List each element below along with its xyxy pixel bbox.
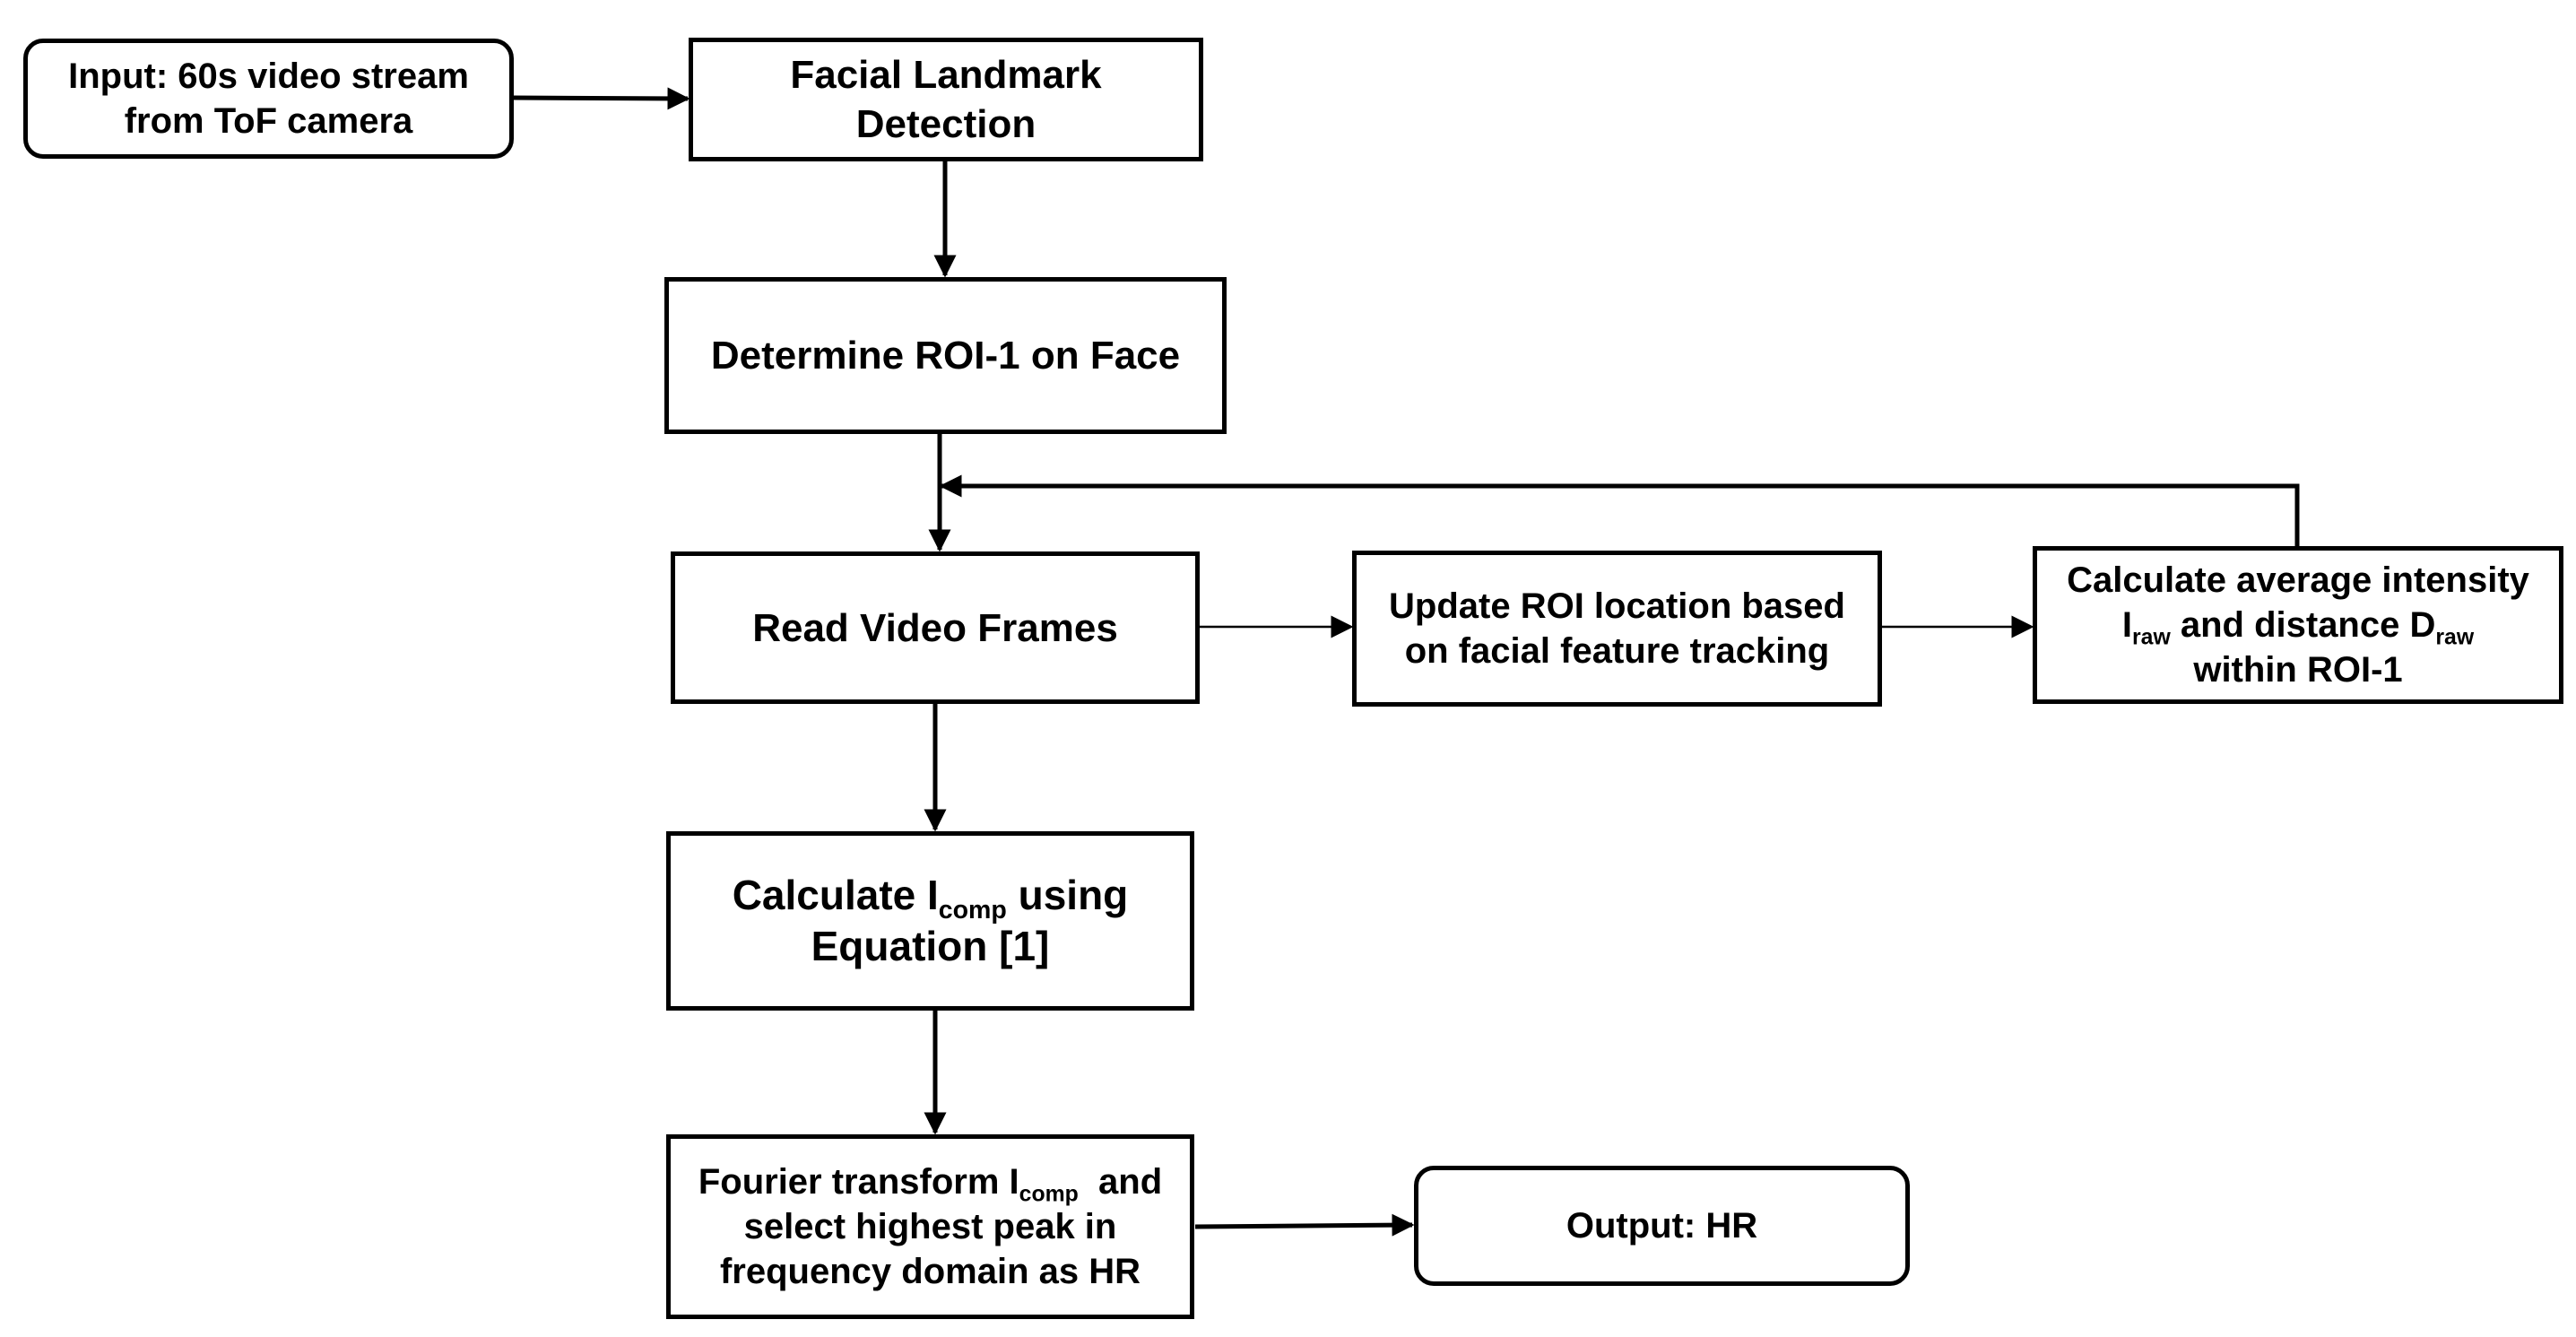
landmark-node-line1: Facial Landmark <box>790 53 1102 97</box>
average-node-line2: Iraw and distance Draw <box>2121 603 2475 650</box>
fourier-node-line2: select highest peak in <box>743 1207 1117 1246</box>
i-comp-symbol: I <box>927 871 939 918</box>
i-comp-subscript: comp <box>938 895 1007 925</box>
read-node-label: Read Video Frames <box>752 605 1118 650</box>
arrow-input-to-landmark <box>513 87 690 110</box>
fourier-icomp-symbol: I <box>1009 1162 1019 1202</box>
i-raw-subscript: raw <box>2132 625 2171 650</box>
input-node-line1: Input: 60s video stream <box>68 56 469 96</box>
fourier-node-prefix: Fourier transform <box>698 1162 1010 1202</box>
comp-node-prefix: Calculate <box>732 871 927 918</box>
average-node-line1: Calculate average intensity <box>2067 560 2529 600</box>
facial-landmark-detection-node: Facial Landmark Detection <box>689 38 1203 161</box>
fourier-node-line1: Fourier transform Icomp and <box>698 1159 1163 1207</box>
comp-node-suffix: using <box>1006 871 1129 918</box>
update-roi-node: Update ROI location based on facial feat… <box>1352 551 1882 707</box>
comp-node-line2: Equation [1] <box>811 923 1050 969</box>
input-node: Input: 60s video stream from ToF camera <box>23 39 514 159</box>
input-node-line2: from ToF camera <box>124 101 413 141</box>
update-node-line1: Update ROI location based <box>1389 586 1845 626</box>
average-node-line3: within ROI-1 <box>2193 650 2403 690</box>
update-node-line2: on facial feature tracking <box>1404 631 1830 671</box>
d-raw-subscript: raw <box>2435 625 2475 650</box>
landmark-node-line2: Detection <box>855 102 1036 146</box>
arrow-fourier-to-output <box>1194 1213 1415 1237</box>
average-node-mid: and distance <box>2170 605 2410 645</box>
d-raw-symbol: D <box>2409 605 2436 645</box>
i-raw-symbol: I <box>2121 605 2132 645</box>
calculate-icomp-node: Calculate Icomp using Equation [1] <box>666 831 1194 1011</box>
determine-roi-node: Determine ROI-1 on Face <box>664 277 1227 434</box>
fourier-transform-node: Fourier transform Icomp and select highe… <box>666 1134 1194 1319</box>
arrow-feedback-loop <box>939 474 2300 546</box>
output-hr-node: Output: HR <box>1414 1166 1910 1286</box>
fourier-node-line3: frequency domain as HR <box>719 1252 1141 1291</box>
fourier-icomp-subscript: comp <box>1019 1182 1079 1207</box>
read-video-frames-node: Read Video Frames <box>671 551 1200 704</box>
output-node-label: Output: HR <box>1566 1206 1758 1246</box>
roi-node-label: Determine ROI-1 on Face <box>710 334 1181 378</box>
calculate-average-node: Calculate average intensity Iraw and dis… <box>2033 546 2563 704</box>
comp-node-line1: Calculate Icomp using <box>732 870 1129 925</box>
fourier-node-suffix: and <box>1078 1162 1163 1202</box>
